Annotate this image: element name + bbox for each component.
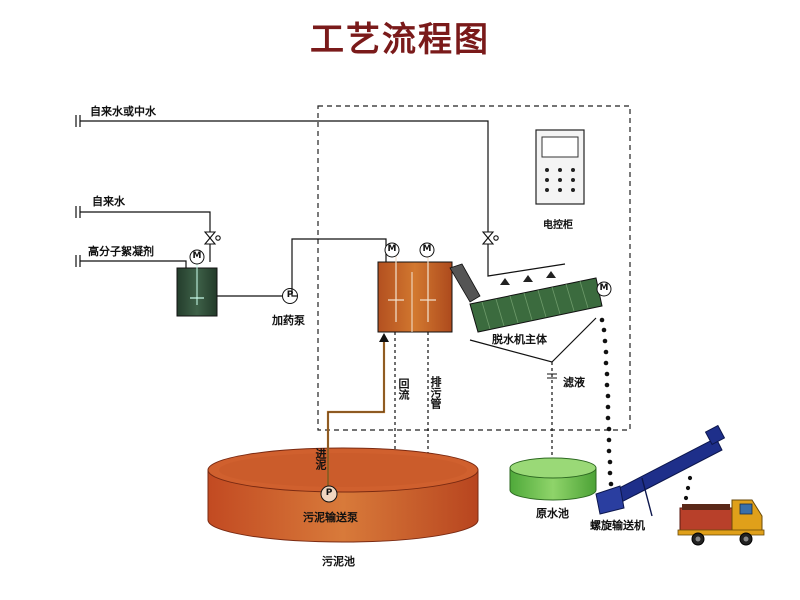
motor-icon [419,242,435,258]
raw-water-tank [509,457,597,501]
label-sludge-transfer-pump: 污泥输送泵 [303,511,358,524]
pump-icon [320,485,338,503]
label-filtrate: 滤液 [563,376,585,389]
label-screw-conveyor: 螺旋输送机 [590,519,645,532]
dosing-outlet-pipe [291,238,387,297]
label-sludge-tank: 污泥池 [322,555,355,568]
control-cabinet [535,129,585,205]
inlet-pipes [75,115,566,277]
label-sludge-feed: 进泥 [314,448,327,470]
valve-icon [203,231,221,245]
label-raw-water-tank: 原水池 [536,507,569,520]
screw-conveyor [595,424,726,517]
truck-icon [677,499,765,546]
label-tap-or-reclaimed-water: 自来水或中水 [90,105,156,118]
label-tap-water: 自来水 [92,195,125,208]
sludge-tank [207,447,479,543]
polymer-mixing-tank [176,249,218,317]
motor-symbol-dewater: M [599,283,609,293]
label-polymer-flocculant: 高分子絮凝剂 [88,245,154,258]
motor-icon [596,281,612,297]
pump-symbol-sludge: P [325,488,333,498]
reaction-tank [377,242,453,333]
label-return-flow: 回流 [397,378,410,400]
label-dewatering-main: 脱水机主体 [492,333,547,346]
spray-nozzles [500,271,556,285]
dewatering-machine [469,277,612,333]
pump-symbol-dosing: P [286,290,294,300]
motor-icon [384,242,400,258]
motor-symbol-mix: M [192,251,202,261]
label-control-cabinet: 电控柜 [543,220,573,231]
label-discharge-pipe: 排污管 [429,376,442,409]
label-dosing-pump: 加药泵 [272,314,305,327]
diagram-title: 工艺流程图 [310,20,490,60]
valve-icon [481,231,499,245]
overflow-chute [449,263,481,303]
package-boundary [317,105,631,431]
sludge-cake-drop [599,317,693,501]
pump-icon [282,288,298,304]
motor-symbol-reactor-2: M [422,244,432,254]
motor-symbol-reactor-1: M [387,244,397,254]
